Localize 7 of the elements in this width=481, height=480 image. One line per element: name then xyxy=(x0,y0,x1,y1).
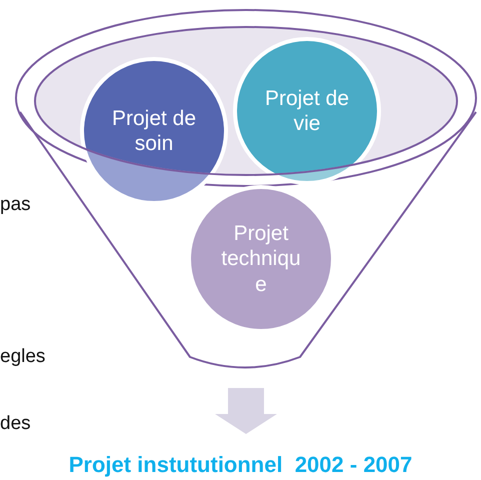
text-fragment: pas xyxy=(0,194,31,216)
node-label: Projet technique xyxy=(220,221,302,297)
node-label: Projet de soin xyxy=(110,106,198,156)
title: Projet instututionnel 2002 - 2007 xyxy=(68,452,414,478)
node-label: Projet de vie xyxy=(264,86,350,136)
text-fragment: des xyxy=(0,413,31,435)
text-fragment: egles xyxy=(0,346,46,368)
